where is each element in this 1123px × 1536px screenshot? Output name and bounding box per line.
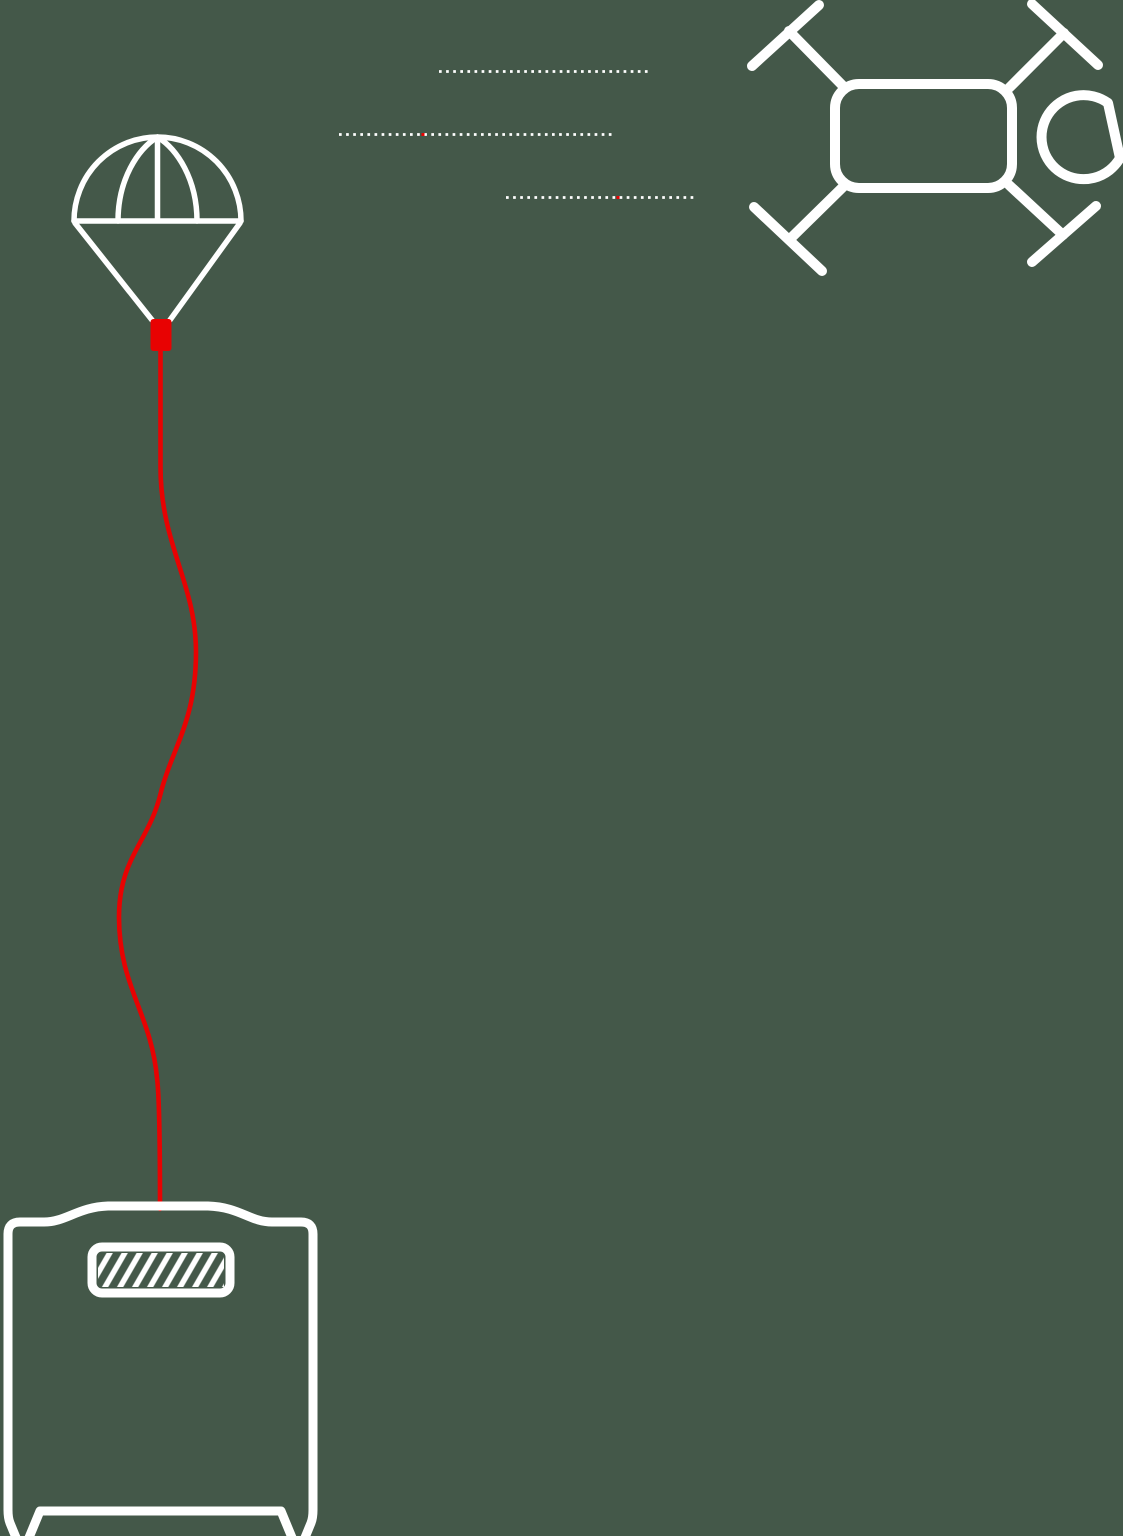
parachute-gore-seam-right [154, 134, 200, 224]
box-bottom-edge-and-feet [24, 1506, 297, 1536]
parachute-shroud-line-right [167, 220, 243, 323]
parachute-shroud-line-left [72, 220, 155, 323]
drone-propeller-bar-bottom-right [1027, 201, 1101, 267]
tether-cord [116, 346, 199, 1212]
drone-propeller-bar-bottom-left [749, 202, 827, 276]
drone-arm-bottom-right [1004, 180, 1068, 240]
box-vent-hatch [98, 1253, 224, 1287]
drone-arm-bottom-left [785, 180, 850, 244]
red-dot-bottom-line [616, 196, 620, 199]
drone-propeller-bar-top-left [747, 0, 824, 71]
drone-propeller-bar-top-right [1027, 0, 1103, 70]
drone-arm-top-left [784, 26, 850, 93]
drone-icon [747, 0, 1123, 276]
parachute-icon [71, 134, 244, 351]
drone-arm-top-right [1004, 28, 1069, 93]
parachute-gore-seam-left [115, 134, 161, 224]
trajectory-dotted-lines [339, 70, 695, 199]
parachute-bridle-block [150, 319, 172, 351]
drone-camera-pod [1036, 90, 1123, 185]
ground-station-box-icon [3, 1201, 318, 1536]
drone-body [830, 79, 1017, 193]
box-vent-frame [87, 1242, 235, 1298]
box-outline [3, 1201, 318, 1536]
red-dot-middle-line [421, 133, 425, 136]
